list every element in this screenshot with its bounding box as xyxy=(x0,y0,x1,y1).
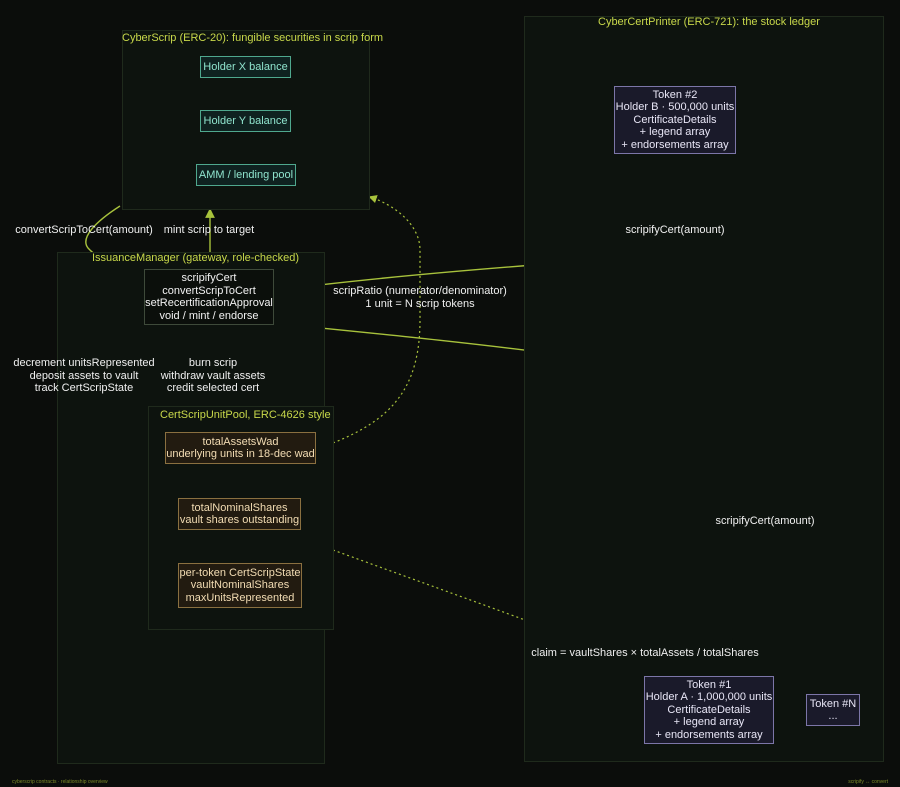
node-line: Token #2 xyxy=(652,88,698,101)
total-assets-wad-node[interactable]: totalAssetsWad underlying units in 18-de… xyxy=(165,432,316,464)
issuance-manager-node[interactable]: scripifyCert convertScripToCert setRecer… xyxy=(144,269,274,325)
label-line: claim = vaultShares × totalAssets / tota… xyxy=(531,647,759,659)
edge-label-decrement: decrement unitsRepresented deposit asset… xyxy=(13,357,154,395)
node-line: CertificateDetails xyxy=(667,703,751,716)
node-line: Token #1 xyxy=(686,678,732,691)
edge-label-scripify-bottom: scripifyCert(amount) xyxy=(715,515,814,528)
node-line: vault shares outstanding xyxy=(179,514,300,526)
label-line: convertScripToCert(amount) xyxy=(15,224,153,236)
total-nominal-shares-node[interactable]: totalNominalShares vault shares outstand… xyxy=(178,498,301,530)
edge-label-scrip-ratio: scripRatio (numerator/denominator) 1 uni… xyxy=(333,285,507,310)
node-line: Holder B · 500,000 units xyxy=(615,101,735,114)
node-line: setRecertificationApproval xyxy=(145,297,273,309)
node-line: convertScripToCert xyxy=(162,284,256,297)
node-line: Token #N xyxy=(809,697,857,710)
label-line: scripifyCert(amount) xyxy=(625,224,725,236)
label-line: scripRatio (numerator/denominator) xyxy=(333,285,507,297)
node-line: scripifyCert xyxy=(181,272,237,284)
node-line: totalNominalShares xyxy=(191,501,288,514)
node-line: underlying units in 18-dec wad xyxy=(166,448,315,460)
label-line: deposit assets to vault xyxy=(29,369,139,382)
issuance-manager-title: IssuanceManager (gateway, role-checked) xyxy=(92,252,300,264)
node-line: ... xyxy=(828,710,838,722)
edge-assets-to-cyberscrip-ratio xyxy=(332,195,421,444)
node-line: maxUnitsRepresented xyxy=(185,591,295,604)
node-line: Holder A · 1,000,000 units xyxy=(645,691,773,704)
node-line: + endorsements array xyxy=(621,138,729,151)
footer-right: scripify ↔ convert xyxy=(848,779,888,785)
cert-printer-title: CyberCertPrinter (ERC-721): the stock le… xyxy=(598,16,820,28)
node-line: per-token CertScripState xyxy=(179,566,301,579)
edge-label-burn-scrip: burn scrip withdraw vault assets credit … xyxy=(161,357,266,395)
node-line: totalAssetsWad xyxy=(202,435,279,448)
label-line: 1 unit = N scrip tokens xyxy=(365,297,475,310)
edge-label-convert: convertScripToCert(amount) xyxy=(15,224,153,237)
label-line: credit selected cert xyxy=(166,382,260,394)
per-token-state-node[interactable]: per-token CertScripState vaultNominalSha… xyxy=(178,563,302,608)
node-line: void / mint / endorse xyxy=(159,309,259,322)
amm-lending-pool-node[interactable]: AMM / lending pool xyxy=(196,164,296,186)
node-line: + legend array xyxy=(639,126,711,139)
node-line: Holder X balance xyxy=(203,60,288,73)
cyberscrip-title: CyberScrip (ERC-20): fungible securities… xyxy=(122,32,384,44)
label-line: burn scrip xyxy=(188,357,238,369)
token-2-node[interactable]: Token #2 Holder B · 500,000 units Certif… xyxy=(614,86,736,154)
unit-pool-title: CertScripUnitPool, ERC-4626 style xyxy=(160,409,331,421)
token-1-node[interactable]: Token #1 Holder A · 1,000,000 units Cert… xyxy=(644,676,774,744)
label-line: decrement unitsRepresented xyxy=(13,357,155,369)
node-line: vaultNominalShares xyxy=(190,579,290,592)
holder-x-balance-node[interactable]: Holder X balance xyxy=(200,56,291,78)
node-line: + endorsements array xyxy=(655,728,763,741)
node-line: + legend array xyxy=(673,716,745,729)
edge-label-claim: claim = vaultShares × totalAssets / tota… xyxy=(531,647,758,660)
edge-label-scripify-top: scripifyCert(amount) xyxy=(625,224,724,237)
node-line: CertificateDetails xyxy=(633,113,717,126)
label-line: scripifyCert(amount) xyxy=(715,515,815,527)
label-line: mint scrip to target xyxy=(163,224,255,236)
edge-label-mint-scrip: mint scrip to target xyxy=(164,224,254,237)
node-line: AMM / lending pool xyxy=(198,168,294,181)
label-line: track CertScripState xyxy=(34,382,134,394)
token-n-node[interactable]: Token #N ... xyxy=(806,694,860,726)
holder-y-balance-node[interactable]: Holder Y balance xyxy=(200,110,291,132)
node-line: Holder Y balance xyxy=(203,114,288,127)
label-line: withdraw vault assets xyxy=(160,369,266,382)
footer-left: cyberscrip contracts · relationship over… xyxy=(12,779,108,785)
